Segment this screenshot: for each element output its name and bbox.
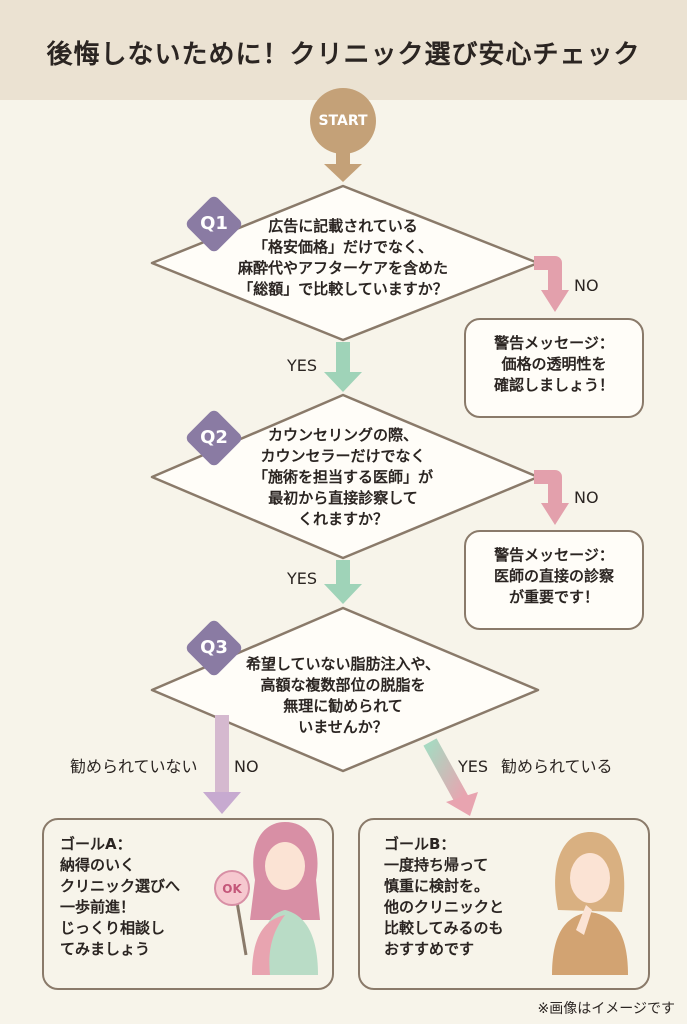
q1-badge [186, 196, 242, 252]
q3-line: 無理に勧められて [283, 697, 403, 715]
image-note: ※画像はイメージです [537, 1001, 675, 1017]
goal-a-box: ゴールA： 納得のいく クリニック選びへ 一歩前進！ じっくり相談し てみましょ… [42, 818, 334, 990]
goal-a-line: 一歩前進！ [60, 898, 136, 916]
q2-badge-label: Q2 [200, 427, 228, 448]
q3-badge [186, 620, 242, 676]
warning-line: 医師の直接の診察 [493, 567, 614, 585]
goal-a-line: ゴールA： [60, 835, 132, 853]
goal-b-line: ゴールB： [384, 835, 456, 853]
q2-line: 最初から直接診察して [268, 489, 418, 507]
goal-a-line: 納得のいく [60, 856, 136, 874]
goal-b-line: 他のクリニックと [384, 898, 505, 916]
goal-a-line: てみましょう [60, 940, 151, 958]
q2-no-arrow [534, 470, 569, 525]
woman-thinking-illustration [552, 832, 628, 975]
q3-no-label: NO [234, 757, 259, 776]
page-title: 後悔しないために！クリニック選び安心チェック [46, 40, 641, 70]
q1-badge-label: Q1 [200, 213, 228, 234]
q1-text: 広告に記載されている 「格安価格」だけでなく、 麻酔代やアフターケアを含めた 「… [203, 216, 483, 300]
q1-line: 麻酔代やアフターケアを含めた [237, 259, 448, 277]
goal-b-line: 慎重に検討を。 [384, 877, 490, 895]
q2-badge [186, 410, 242, 466]
q3-no-arrow [203, 715, 241, 814]
warning-line: 警告メッセージ： [494, 546, 614, 564]
q1-yes-label: YES [287, 356, 318, 375]
q2-line: 「施術を担当する医師」が [252, 468, 433, 486]
q3-yes-label: YES [458, 757, 489, 776]
q2-line: カウンセラーだけでなく [260, 447, 426, 465]
q3-line: いませんか？ [298, 718, 388, 736]
q3-line: 高額な複数部位の脱脂を [260, 676, 426, 694]
warning-line: 価格の透明性を [501, 355, 607, 373]
goal-a-line: クリニック選びへ [60, 877, 181, 895]
q1-line: 「総額」で比較していますか？ [238, 280, 448, 298]
woman-ok-illustration: OK [214, 822, 320, 975]
q3-line: 希望していない脂肪注入や、 [245, 655, 441, 673]
q3-no-condition-label: 勧められていない [70, 757, 198, 776]
q2-line: くれますか？ [297, 510, 388, 528]
q2-text: カウンセリングの際、 カウンセラーだけでなく 「施術を担当する医師」が 最初から… [203, 425, 483, 530]
warning-box-price: 警告メッセージ： 価格の透明性を 確認しましょう！ [464, 318, 644, 418]
header-band [0, 0, 687, 100]
warning-line: 確認しましょう！ [493, 376, 614, 394]
start-arrow [324, 150, 362, 182]
q2-yes-arrow [324, 560, 362, 604]
q2-line: カウンセリングの際、 [267, 426, 418, 444]
q1-no-arrow [534, 256, 569, 312]
q3-text: 希望していない脂肪注入や、 高額な複数部位の脱脂を 無理に勧められて いませんか… [203, 654, 483, 738]
q2-no-label: NO [574, 488, 599, 507]
q1-yes-arrow [324, 342, 362, 392]
goal-b-box: ゴールB： 一度持ち帰って 慎重に検討を。 他のクリニックと 比較してみるのも … [358, 818, 650, 990]
goal-b-line: おすすめです [384, 940, 475, 958]
warning-line: が重要です！ [508, 588, 599, 606]
warning-box-doctor: 警告メッセージ： 医師の直接の診察 が重要です！ [464, 530, 644, 630]
q3-badge-label: Q3 [200, 637, 228, 658]
goal-b-line: 比較してみるのも [384, 919, 504, 937]
q2-yes-label: YES [287, 569, 318, 588]
warning-line: 警告メッセージ： [494, 334, 614, 352]
q1-line: 広告に記載されている [268, 217, 418, 235]
goal-a-line: じっくり相談し [60, 919, 166, 937]
q3-yes-arrow [423, 738, 478, 816]
ok-sign-text: OK [222, 882, 242, 896]
goal-b-line: 一度持ち帰って [384, 856, 489, 874]
q1-line: 「格安価格」だけでなく、 [252, 238, 433, 256]
start-node: START [310, 88, 376, 154]
q3-yes-condition-label: 勧められている [501, 757, 613, 776]
q1-no-label: NO [574, 276, 599, 295]
